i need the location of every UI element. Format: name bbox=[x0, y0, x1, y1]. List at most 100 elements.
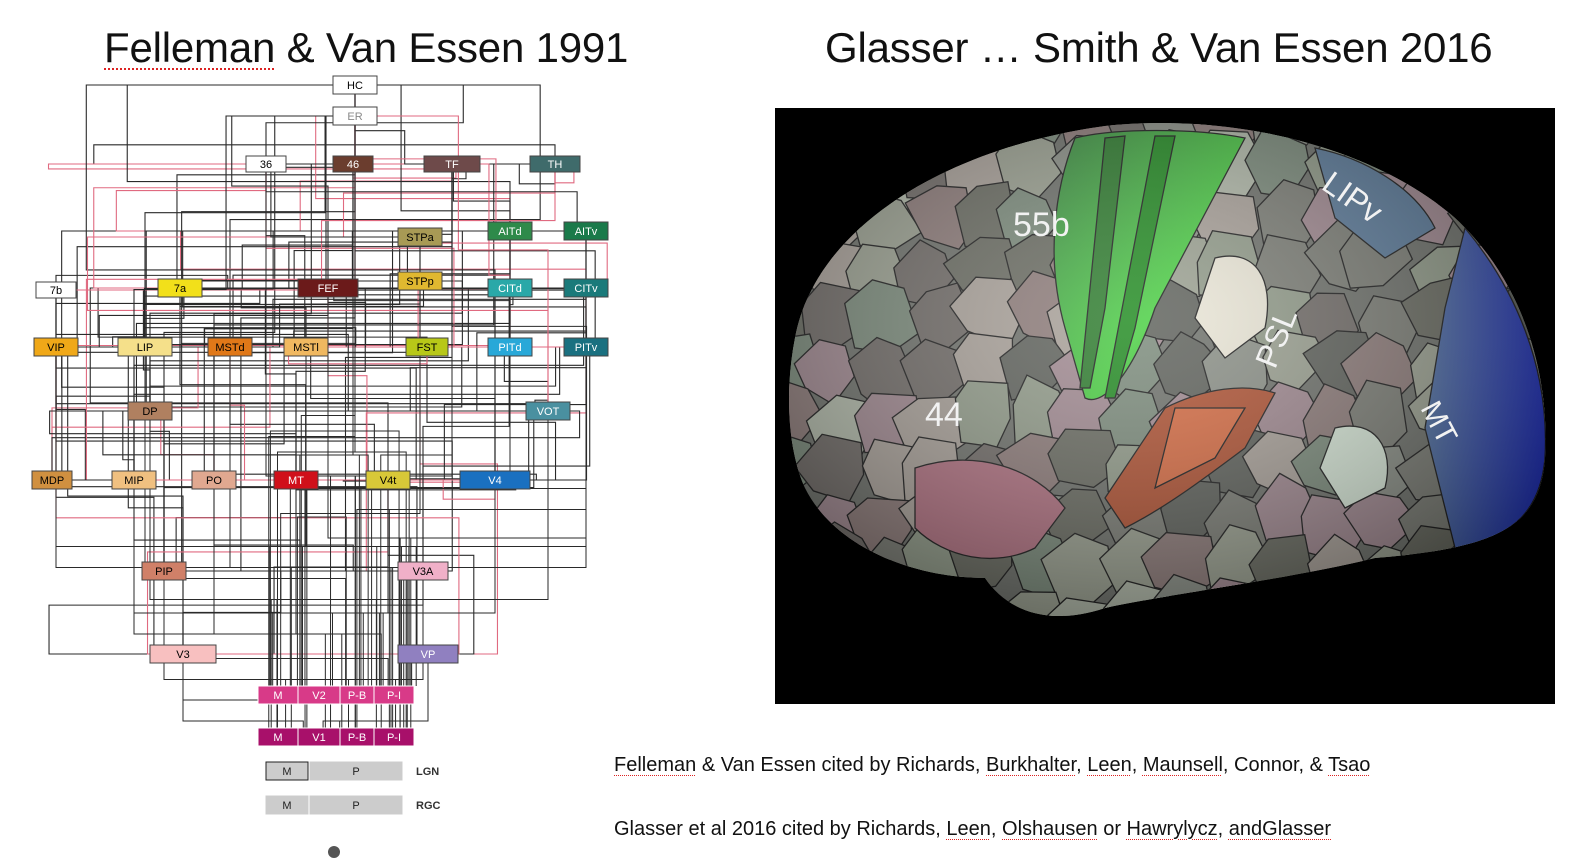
area-po: PO bbox=[191, 470, 237, 490]
area-pitd-box bbox=[487, 337, 533, 357]
area-er: ER bbox=[332, 106, 378, 126]
area-7b-label: 7b bbox=[50, 285, 62, 297]
connection-line bbox=[149, 280, 463, 411]
area-mdp: MDP bbox=[31, 470, 73, 490]
area-v3-box bbox=[149, 644, 217, 664]
area-aitv: AITv bbox=[563, 221, 609, 241]
area-pip: PIP bbox=[141, 561, 187, 581]
area-citd-box bbox=[487, 278, 533, 298]
v2-p-i-box bbox=[373, 685, 415, 705]
connection-line bbox=[327, 288, 401, 728]
area-aitd: AITd bbox=[487, 221, 533, 241]
parcel bbox=[1398, 123, 1464, 161]
connection-line bbox=[133, 480, 423, 572]
connection-line bbox=[269, 116, 356, 686]
citation-fragment: Hawrylycz bbox=[1126, 818, 1218, 840]
rgc-p-label: P bbox=[352, 800, 359, 812]
area-th-box bbox=[529, 155, 581, 173]
area-vp-label: VP bbox=[421, 649, 436, 661]
parcel bbox=[959, 635, 1029, 705]
parcel bbox=[789, 123, 809, 153]
area-pitd: PITd bbox=[487, 337, 533, 357]
connection-line bbox=[354, 116, 510, 232]
area-lip-box bbox=[117, 337, 173, 357]
parcel bbox=[1492, 188, 1546, 249]
area-pitv-box bbox=[563, 337, 609, 357]
connection-line bbox=[295, 480, 384, 686]
area-aitd-label: AITd bbox=[498, 226, 521, 238]
connection-line bbox=[355, 115, 549, 411]
connection-line bbox=[287, 346, 586, 365]
parcel bbox=[935, 587, 1012, 617]
v1-v1: V1 bbox=[297, 727, 341, 747]
area-hc-label: HC bbox=[347, 80, 363, 92]
area-v3-label: V3 bbox=[176, 649, 189, 661]
parcel bbox=[789, 195, 815, 258]
parcel bbox=[1340, 123, 1416, 153]
area-th: TH bbox=[529, 155, 581, 173]
area-36: 36 bbox=[245, 155, 287, 173]
connection-line bbox=[179, 288, 307, 481]
area-v4-box bbox=[459, 470, 531, 490]
parcel bbox=[1459, 635, 1517, 698]
area-lip: LIP bbox=[117, 337, 173, 357]
parcel bbox=[1091, 642, 1155, 704]
parcel bbox=[1501, 123, 1546, 145]
parcel bbox=[1305, 634, 1381, 704]
connection-line bbox=[229, 84, 541, 347]
lgn-p-label: P bbox=[352, 766, 359, 778]
area-vot: VOT bbox=[525, 401, 571, 421]
area-dp-label: DP bbox=[142, 406, 157, 418]
v1-v1-label: V1 bbox=[312, 732, 325, 744]
area-v3a: V3A bbox=[397, 561, 449, 581]
area-7a-box bbox=[157, 278, 203, 298]
area-aitv-label: AITv bbox=[575, 226, 598, 238]
area-vot-label: VOT bbox=[537, 406, 560, 418]
citation-fragment: Felleman bbox=[614, 754, 697, 776]
v2-v2: V2 bbox=[297, 685, 341, 705]
citation-fragment: Tsao bbox=[1328, 754, 1371, 776]
citation-fragment: , bbox=[1076, 754, 1088, 776]
inflated-brain-image: 55b 44 PSL LIPv MT bbox=[789, 123, 1546, 705]
v2-m-label: M bbox=[273, 690, 282, 702]
parcel bbox=[1291, 587, 1359, 617]
area-citv-label: CITv bbox=[574, 283, 598, 295]
area-v4t-label: V4t bbox=[380, 475, 397, 487]
lgn-m-label: M bbox=[282, 766, 291, 778]
area-er-label: ER bbox=[347, 111, 362, 123]
area-mt: MT bbox=[273, 470, 319, 490]
citation-fragment: Leen bbox=[946, 818, 991, 840]
citation-line-1: Felleman & Van Essen cited by Richards, … bbox=[614, 754, 1370, 777]
parcel bbox=[1512, 238, 1546, 302]
area-fst: FST bbox=[405, 337, 449, 357]
area-36-label: 36 bbox=[260, 159, 272, 171]
area-vp: VP bbox=[397, 644, 459, 664]
connection-line bbox=[145, 328, 307, 348]
connection-line bbox=[55, 347, 460, 655]
parcel bbox=[890, 586, 969, 617]
area-fst-label: FST bbox=[417, 342, 438, 354]
connection-line bbox=[305, 347, 402, 686]
area-v4-label: V4 bbox=[488, 475, 501, 487]
area-stpp-box bbox=[397, 271, 443, 291]
lgn-m: M bbox=[265, 761, 309, 781]
parcel bbox=[1308, 123, 1380, 145]
area-aitv-box bbox=[563, 221, 609, 241]
v1-m: M bbox=[257, 727, 299, 747]
connection-line bbox=[67, 346, 230, 654]
connection-line bbox=[149, 411, 347, 686]
area-aitd-box bbox=[487, 221, 533, 241]
area-hc: HC bbox=[332, 75, 378, 95]
connection-line bbox=[93, 144, 556, 165]
parcel bbox=[1357, 633, 1429, 701]
parcel bbox=[853, 577, 916, 617]
v1-p-b: P-B bbox=[339, 727, 375, 747]
lgn-p-box bbox=[309, 761, 403, 781]
connection-line bbox=[149, 411, 495, 481]
rgc-m-label: M bbox=[282, 800, 291, 812]
lgn-m-box bbox=[265, 761, 309, 781]
lgn-label: LGN bbox=[416, 766, 439, 778]
area-tf: TF bbox=[423, 155, 481, 173]
v2-p-b-label: P-B bbox=[348, 690, 366, 702]
